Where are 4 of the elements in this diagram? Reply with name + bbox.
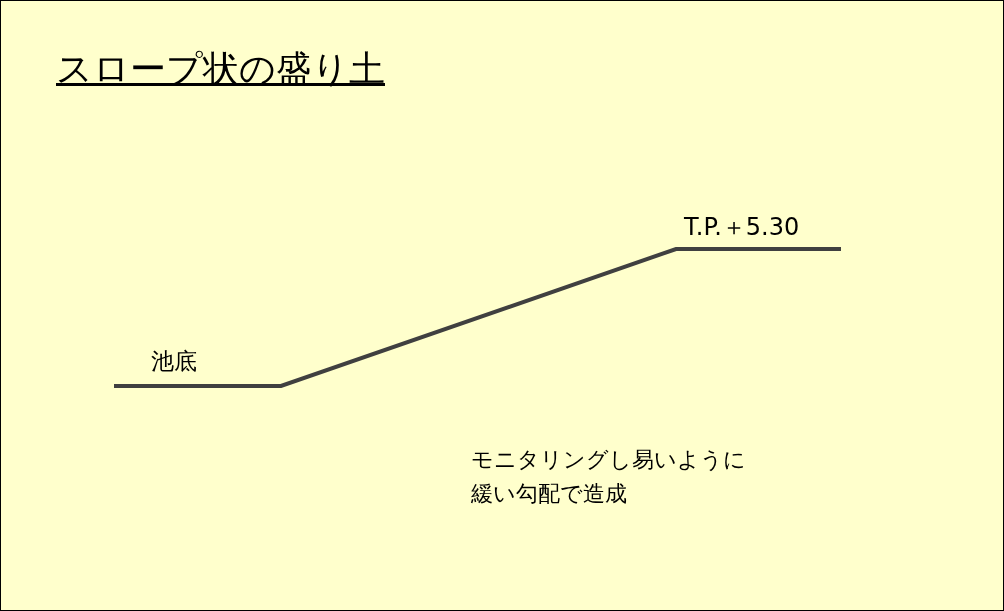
ground-label: 池底 (151, 347, 197, 376)
title: スロープ状の盛り土 (56, 47, 385, 91)
elevation-label: T.P.＋5.30 (684, 212, 800, 243)
note-text: モニタリングし易いように緩い勾配で造成 (471, 446, 746, 509)
